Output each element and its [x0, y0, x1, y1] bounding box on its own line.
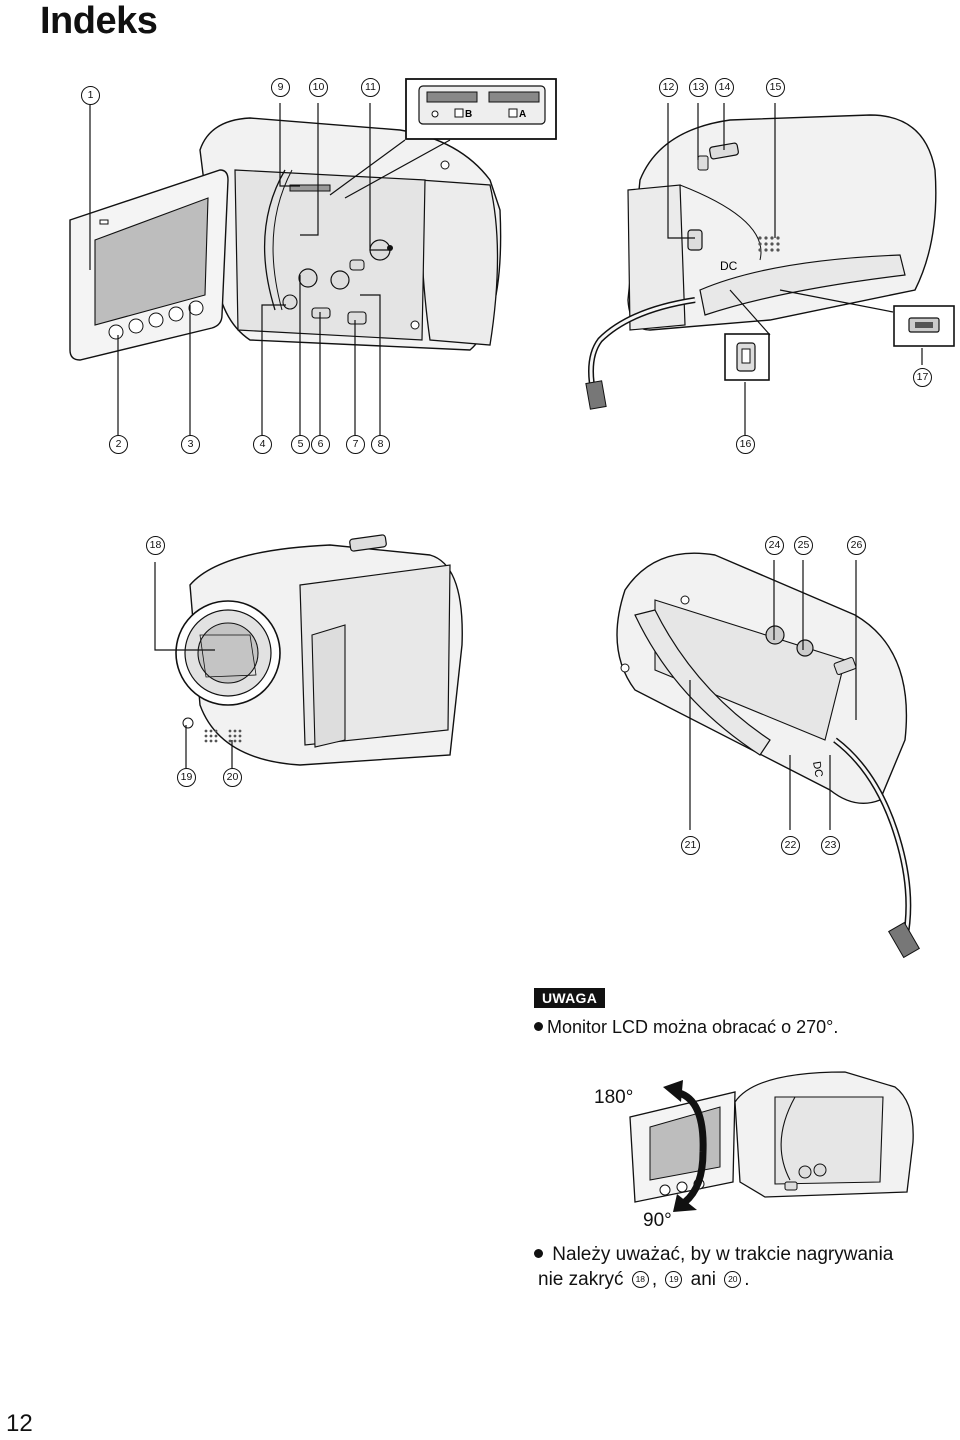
bullet-icon: [534, 1249, 543, 1258]
card-slot-label-b: B: [465, 109, 472, 120]
camera-left-side-illustration: [69, 117, 502, 361]
callout-4: 4: [253, 435, 272, 454]
callout-17: 17: [913, 368, 932, 387]
leader-lines-middle-left: [154, 562, 233, 768]
lcd-button-c: [148, 312, 164, 328]
lcd-rotation-illustration: [629, 1071, 914, 1212]
callout-11: 11: [361, 78, 380, 97]
camera-rear-illustration: DC: [585, 114, 937, 410]
tripod-socket: [765, 625, 785, 645]
ref-callout-19: 19: [665, 1271, 683, 1288]
callout-24: 24: [765, 536, 784, 555]
card-slot-label-a: A: [519, 109, 526, 120]
usb-port-inset: [893, 305, 955, 347]
callout-1: 1: [81, 86, 100, 105]
rotate-down-arrow-icon: [682, 1151, 707, 1205]
panel-button-1: [298, 268, 318, 288]
speaker-grill: [758, 236, 780, 252]
card-slot-inset: B A: [405, 78, 557, 140]
callout-22: 22: [781, 836, 800, 855]
warning-line-1: Należy uważać, by w trakcie nagrywania: [534, 1242, 893, 1267]
lens-glass: [197, 622, 259, 684]
callout-15: 15: [766, 78, 785, 97]
callout-19: 19: [177, 768, 196, 787]
callout-14: 14: [715, 78, 734, 97]
leader-lines-top-right: [667, 103, 923, 435]
note-badge: UWAGA: [534, 988, 606, 1008]
callout-12: 12: [659, 78, 678, 97]
angle-label-90: 90°: [643, 1210, 672, 1231]
panel-button-2: [330, 270, 350, 290]
ref-callout-20: 20: [724, 1271, 742, 1288]
bullet-icon: [534, 1022, 543, 1031]
leader-lines-top-left: [89, 103, 451, 435]
callout-13: 13: [689, 78, 708, 97]
callout-10: 10: [309, 78, 328, 97]
note-text-content: Monitor LCD można obracać o 270°.: [547, 1017, 839, 1037]
callout-26: 26: [847, 536, 866, 555]
page-title: Indeks: [40, 0, 158, 42]
zoom-lever: [709, 142, 739, 160]
callout-25: 25: [794, 536, 813, 555]
callout-5: 5: [291, 435, 310, 454]
ref-callout-18: 18: [631, 1271, 649, 1288]
callout-20: 20: [223, 768, 242, 787]
page-number: 12: [6, 1410, 33, 1437]
lcd-button-a: [108, 324, 124, 340]
callout-6: 6: [311, 435, 330, 454]
callout-16: 16: [736, 435, 755, 454]
dc-label-bottom: DC: [810, 760, 825, 778]
microphone-grill: [204, 729, 242, 743]
warning-line-2: nie zakryć 18, 19 ani 20.: [538, 1269, 750, 1290]
callout-3: 3: [181, 435, 200, 454]
callout-23: 23: [821, 836, 840, 855]
note-text: Monitor LCD można obracać o 270°.: [534, 1017, 838, 1038]
leader-lines-middle-right: [689, 560, 857, 830]
callout-21: 21: [681, 836, 700, 855]
dc-port-inset: [724, 333, 770, 381]
dc-label-rear: DC: [720, 259, 738, 273]
callout-7: 7: [346, 435, 365, 454]
callout-2: 2: [109, 435, 128, 454]
panel-button-5: [311, 307, 331, 319]
callout-8: 8: [371, 435, 390, 454]
inner-panel: [234, 169, 426, 341]
hand-strap: [699, 254, 906, 316]
lcd-button-b: [128, 318, 144, 334]
lcd-button-d: [168, 306, 184, 322]
warning-text: Należy uważać, by w trakcie nagrywania n…: [534, 1242, 893, 1292]
dc-jack: [687, 229, 703, 251]
camera-front-illustration: [175, 534, 463, 766]
angle-label-180: 180°: [594, 1087, 634, 1108]
lcd-button-e: [188, 300, 204, 316]
bottom-hand-strap: [634, 609, 771, 756]
callout-9: 9: [271, 78, 290, 97]
panel-button-6: [347, 311, 367, 325]
lcd-screen: [94, 197, 209, 326]
callout-18: 18: [146, 536, 165, 555]
camera-bottom-illustration: DC: [616, 552, 920, 959]
